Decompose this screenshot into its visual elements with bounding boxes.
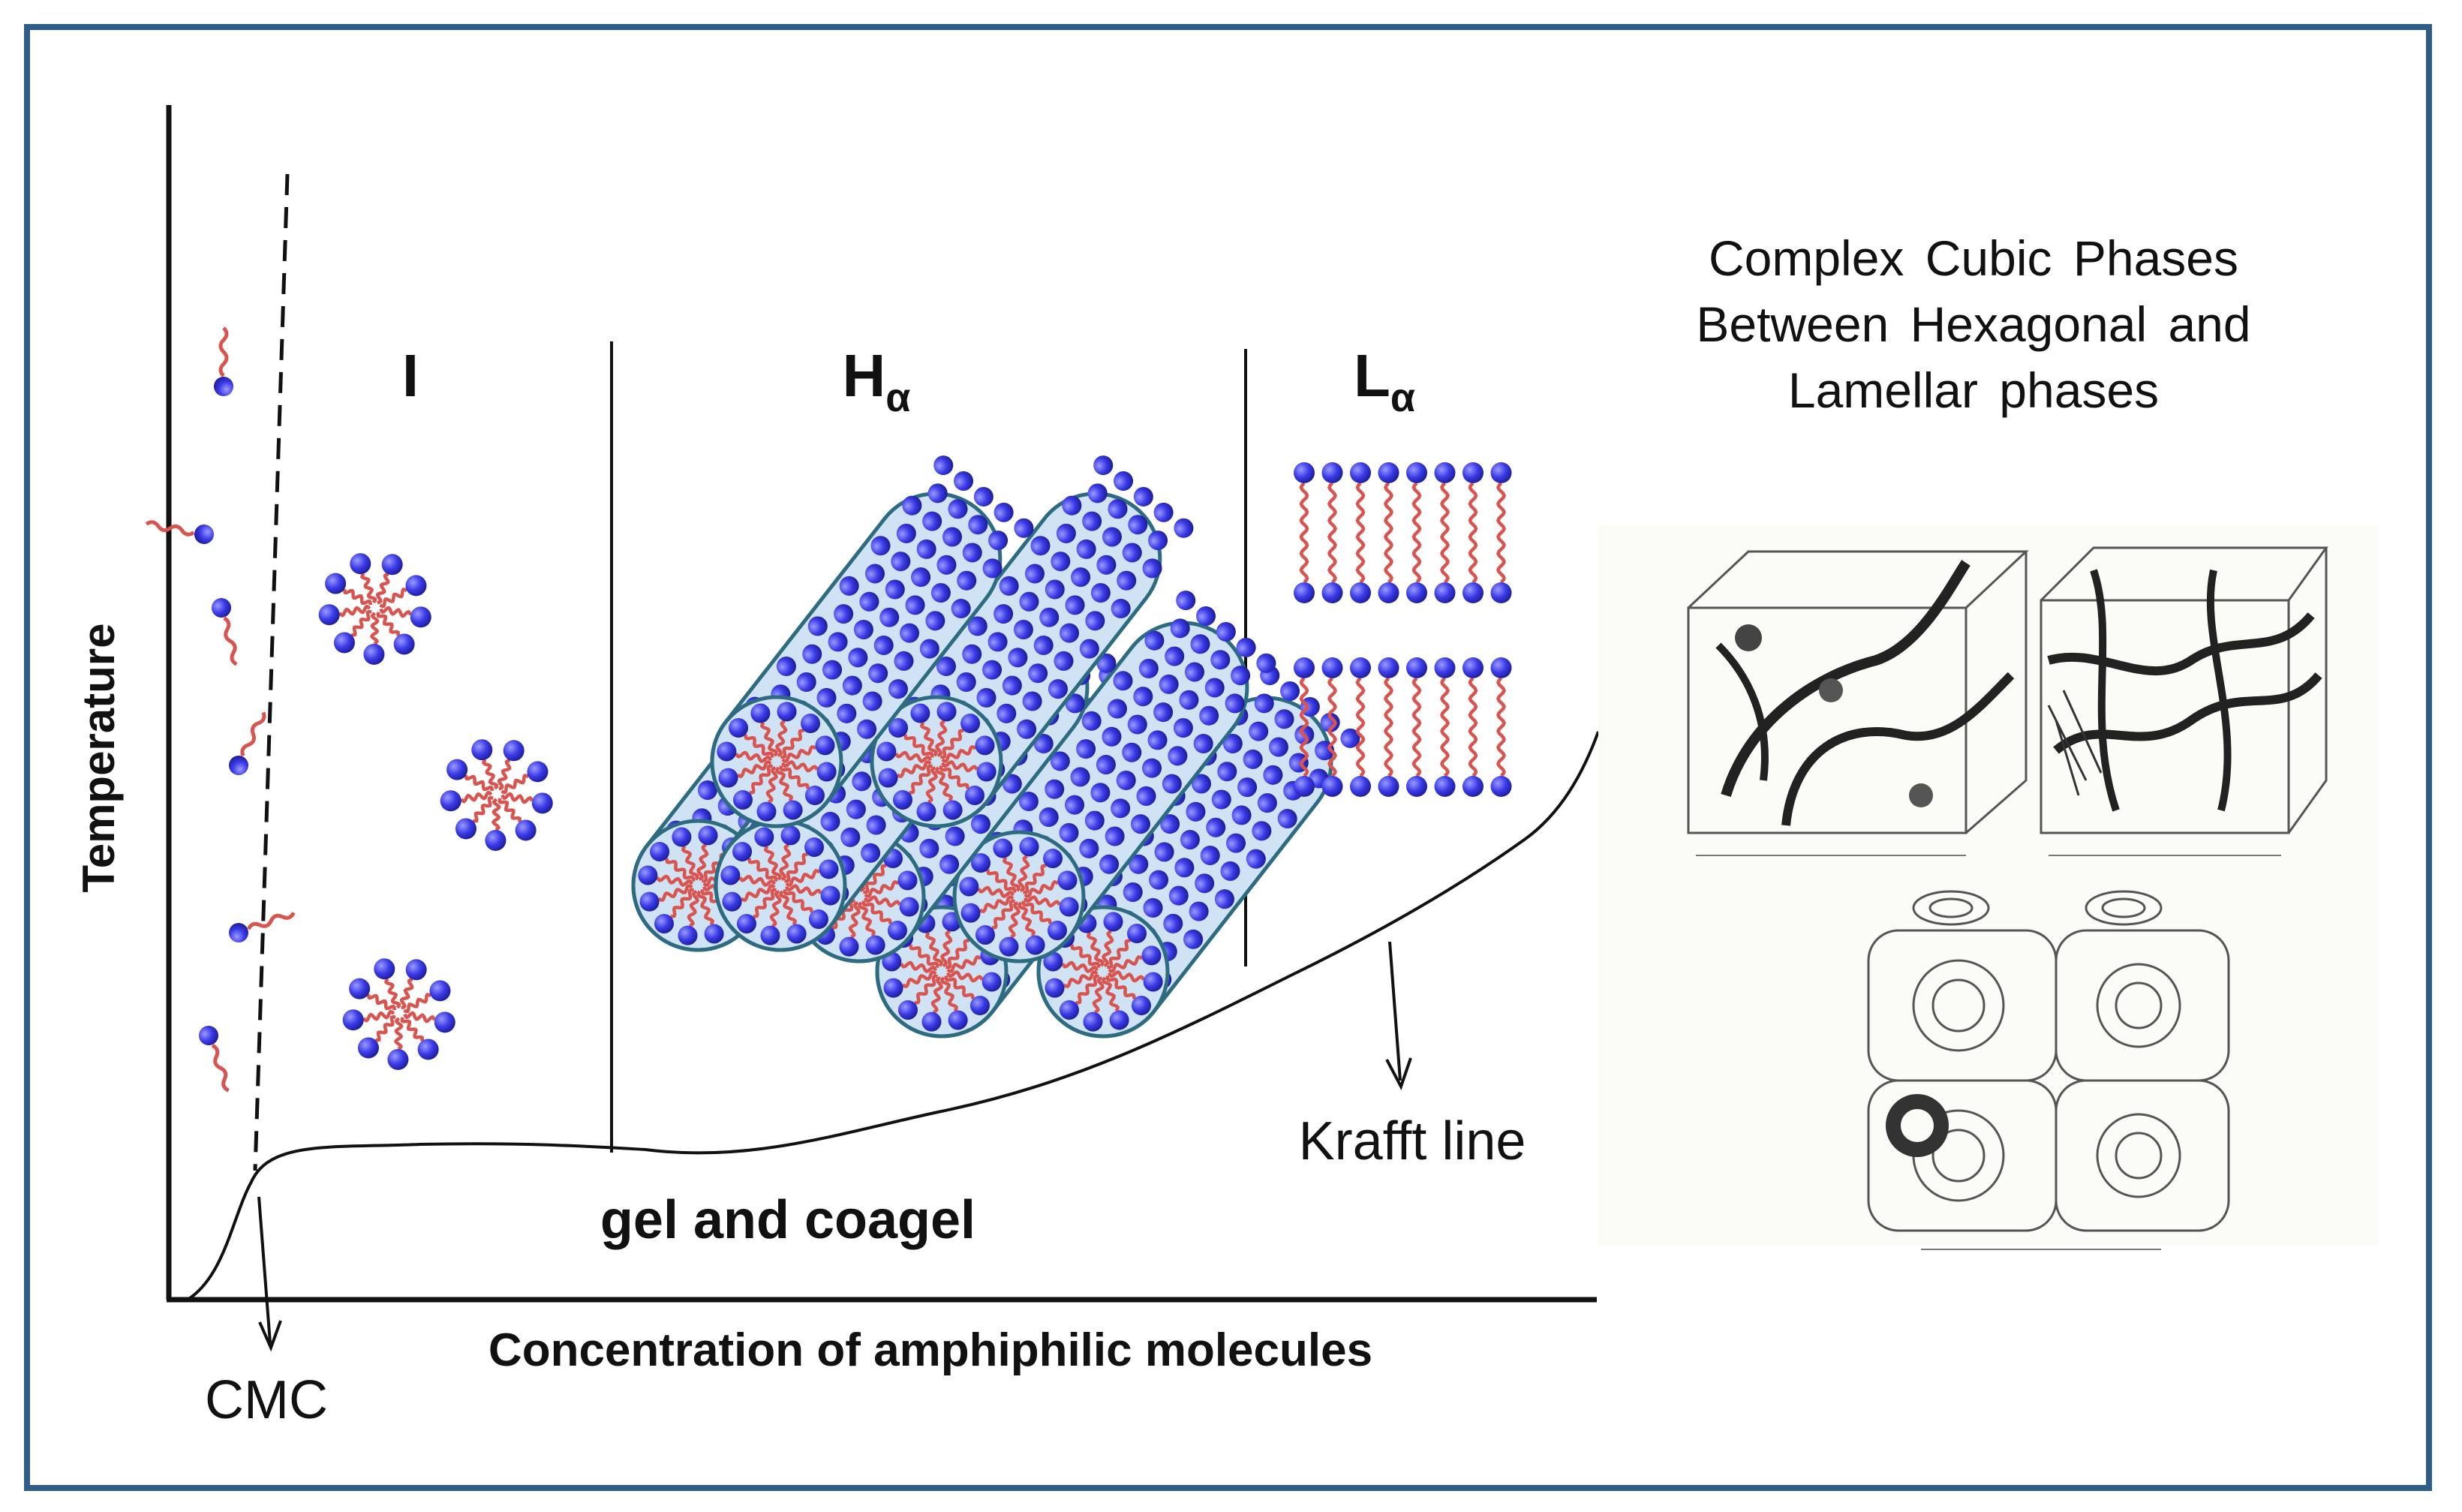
cylinder-end-cap <box>710 695 843 828</box>
krafft-curve <box>186 731 1600 1301</box>
cmc-label: CMC <box>205 1370 328 1430</box>
spherical-micelles <box>318 553 553 1070</box>
cubic-title-line-1: Complex Cubic Phases <box>1709 230 2238 286</box>
cylinder-end-cap <box>870 695 1003 828</box>
micelle <box>959 837 1079 957</box>
cylinder-end-cap <box>952 830 1086 963</box>
micelle <box>342 958 455 1070</box>
phase-label-hexagonal-sub: α <box>885 375 910 420</box>
monomer <box>196 1023 238 1093</box>
monomer <box>145 515 215 546</box>
cubic-structure-a <box>1687 550 2029 856</box>
x-axis-label: Concentration of amphiphilic molecules <box>488 1324 1372 1376</box>
y-axis-label: Temperature <box>74 623 124 892</box>
hexagonal-cylinders <box>631 455 1360 1039</box>
micelle <box>318 553 431 665</box>
cmc-dashed-line <box>253 173 290 1171</box>
phase-label-lamellar: Lα <box>1354 342 1415 420</box>
cubic-phases-title: Complex Cubic Phases Between Hexagonal a… <box>1576 225 2371 423</box>
axes <box>166 105 1597 1303</box>
cubic-title-line-2: Between Hexagonal and <box>1696 296 2251 352</box>
bilayer <box>1294 462 1512 603</box>
lamellar-bilayers <box>1294 462 1512 797</box>
cubic-structure-c <box>1867 890 2230 1250</box>
phase-label-hexagonal: Hα <box>843 342 911 420</box>
micelle <box>717 702 837 822</box>
micelle <box>876 702 997 822</box>
gel-coagel-label: gel and coagel <box>600 1190 975 1250</box>
micelle <box>720 825 840 945</box>
cubic-phase-sketch <box>1598 525 2379 1250</box>
phase-label-isotropic: I <box>402 342 419 409</box>
cubic-structure-b <box>2040 546 2328 856</box>
cubic-title-line-3: Lamellar phases <box>1787 362 2160 418</box>
monomer <box>209 596 246 667</box>
phase-label-hexagonal-main: H <box>843 342 886 409</box>
bilayer <box>1294 657 1512 797</box>
cylinder-end-cap <box>714 819 847 952</box>
phase-label-lamellar-sub: α <box>1390 375 1415 420</box>
monomer <box>226 708 272 778</box>
phase-label-lamellar-main: L <box>1354 342 1390 409</box>
micelle <box>440 739 553 851</box>
cmc-arrow <box>257 1196 282 1352</box>
monomer <box>214 328 233 396</box>
krafft-line-label: Krafft line <box>1299 1111 1526 1171</box>
krafft-arrow <box>1385 941 1412 1091</box>
